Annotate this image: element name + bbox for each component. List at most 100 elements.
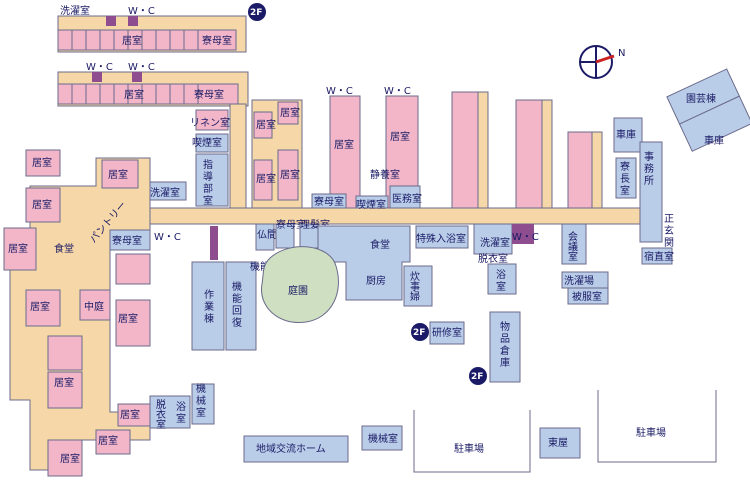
room-garage-1 [613, 117, 643, 153]
room-buddhist [255, 223, 275, 251]
label-kyoshitsu-w2: 居室 [124, 88, 144, 101]
label-special-bath: 特殊入浴室 [416, 232, 466, 245]
svg-text:浴: 浴 [496, 269, 506, 281]
wc-block [128, 16, 138, 26]
label-wc-w2a: W・C [86, 62, 113, 73]
svg-text:物: 物 [500, 320, 510, 333]
label-guidance: 指 導 部 室 [203, 158, 213, 207]
label-ryobo-b1: 寮母室 [276, 218, 306, 231]
main-corridor [149, 207, 651, 225]
svg-text:品: 品 [500, 333, 510, 345]
room-community [243, 435, 349, 463]
svg-text:寮: 寮 [620, 160, 630, 173]
label-night-duty: 宿直室 [644, 250, 674, 263]
floor-badge-top: 2F [248, 3, 266, 21]
compass-icon [579, 45, 615, 79]
label-courtyard-left: 中庭 [84, 300, 104, 313]
label-wc-right: W・C [512, 232, 539, 243]
floor-badge-goods: 2F [469, 367, 487, 385]
room-guidance [195, 153, 229, 207]
svg-text:業: 業 [204, 300, 214, 313]
wing-top-2 [57, 71, 249, 107]
room-laundry-mid [149, 181, 187, 201]
label-wc-b4: W・C [384, 86, 411, 97]
svg-text:復: 復 [232, 316, 242, 329]
label-kyoshitsu-l10: 居室 [120, 408, 140, 421]
room-rehab [225, 261, 257, 351]
svg-text:関: 関 [664, 237, 674, 249]
label-machine-bottom: 機械室 [368, 432, 398, 445]
label-bathroom-left: 浴室 [176, 401, 186, 425]
svg-text:室: 室 [568, 250, 578, 263]
room-special-bath [415, 225, 469, 249]
label-kyoshitsu-l1: 居室 [32, 156, 52, 169]
right-wings [451, 91, 593, 209]
label-garage-2: 車庫 [704, 134, 724, 147]
label-kitchen: 厨房 [366, 274, 386, 287]
label-kyoshitsu-c3: 居室 [256, 172, 276, 185]
label-laundry-area: 洗濯場 [564, 274, 594, 287]
label-workshop: 作業棟 [204, 289, 214, 325]
label-compass-n: N [618, 48, 625, 59]
svg-text:玄: 玄 [664, 224, 674, 237]
label-community: 地域交流ホーム [256, 442, 326, 455]
label-kyoshitsu-c2: 居室 [280, 106, 300, 119]
left-rooms [3, 149, 151, 477]
label-dressing-right: 脱衣室 [478, 252, 508, 265]
svg-text:事: 事 [410, 280, 420, 293]
parking-1 [413, 410, 531, 473]
wing-top-1 [57, 15, 247, 53]
room-workshop [191, 261, 225, 351]
svg-text:2F: 2F [250, 8, 262, 18]
parking-2 [597, 390, 717, 463]
wing-center-2 [311, 95, 361, 209]
svg-text:指: 指 [203, 158, 213, 171]
label-kyoshitsu-l9: 居室 [98, 434, 118, 447]
label-ryobo-w1: 寮母室 [202, 34, 232, 47]
svg-text:浴: 浴 [176, 401, 186, 413]
label-kyoshitsu-l2: 居室 [32, 198, 52, 211]
label-machine-left: 機械室 [196, 382, 206, 419]
label-smoking-mid: 喫煙室 [356, 198, 386, 211]
floor-badge-study: 2F [411, 323, 429, 341]
label-kyoshitsu-c6: 居室 [390, 130, 410, 143]
room-smoking [195, 133, 229, 153]
label-kyoshitsu-c4: 居室 [280, 168, 300, 181]
wing-center-1 [251, 99, 303, 209]
room-night-duty [641, 247, 673, 265]
label-kyoshitsu-l4: 居室 [30, 300, 50, 313]
svg-text:室: 室 [496, 280, 506, 293]
label-dressing-left: 脱衣室 [156, 398, 166, 431]
svg-text:会: 会 [568, 230, 578, 243]
room-machine-left [191, 383, 215, 425]
svg-text:室: 室 [156, 418, 166, 431]
svg-text:事: 事 [644, 150, 654, 163]
svg-text:導: 導 [203, 170, 213, 183]
label-meeting: 会議室 [568, 230, 578, 263]
label-garage-1: 車庫 [616, 128, 636, 141]
label-wc-w2b: W・C [128, 62, 155, 73]
room-study [429, 321, 465, 345]
label-arbor: 東屋 [548, 436, 568, 449]
svg-text:室: 室 [203, 194, 213, 207]
room-ryobo-mid [109, 229, 151, 251]
label-buddhist: 仏間 [257, 229, 277, 241]
svg-text:2F: 2F [471, 372, 483, 382]
svg-text:長: 長 [620, 173, 630, 185]
label-office: 事務所 [644, 150, 654, 187]
wc-block [92, 72, 102, 82]
svg-text:機: 機 [232, 280, 242, 293]
horticulture-block [666, 68, 750, 152]
svg-text:作: 作 [204, 289, 214, 301]
label-laundry-right: 洗濯室 [480, 236, 510, 249]
svg-text:所: 所 [644, 175, 654, 187]
label-clothing: 被服室 [572, 290, 602, 303]
svg-text:回: 回 [232, 305, 242, 317]
label-dining-left: 食堂 [54, 242, 74, 255]
room-arbor [539, 427, 581, 459]
room-machine-bottom [361, 425, 403, 451]
svg-text:炊: 炊 [410, 270, 420, 283]
